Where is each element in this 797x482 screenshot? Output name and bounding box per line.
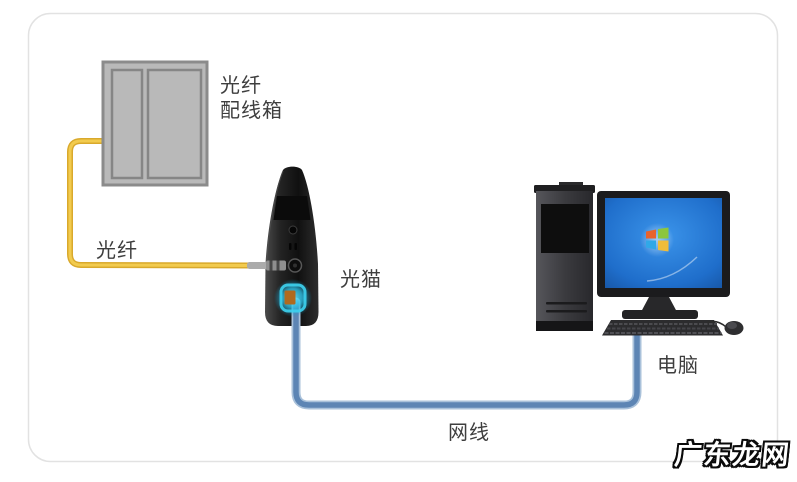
fiber-cable [67, 138, 255, 269]
mouse-highlight [727, 322, 737, 329]
windows-logo-glow [640, 223, 674, 257]
fiber-box-label-line2: 配线箱 [220, 100, 283, 122]
ethernet-cable [291, 297, 642, 410]
fiber-box-right-door [146, 68, 203, 180]
modem-recess-panel [273, 196, 311, 220]
modem-mark-right [294, 243, 297, 250]
modem-label: 光猫 [340, 269, 382, 291]
fiber-box-left-door [110, 68, 144, 180]
windows-logo-yellow [658, 240, 669, 252]
fiber-distribution-box [101, 60, 209, 187]
monitor-stand-base [622, 310, 698, 319]
fiber-connector-band2 [276, 260, 280, 271]
lan-port-inner [284, 290, 296, 305]
windows-logo-icon [640, 223, 674, 257]
fiber-connector-body [266, 260, 286, 271]
fiber-box-label-line1: 光纤 [220, 75, 262, 97]
keyboard [602, 320, 723, 336]
modem-fiber-port-center [293, 263, 297, 268]
diagram-border [27, 12, 779, 463]
tower-vent-line1 [546, 302, 587, 305]
ethernet-cable-label: 网线 [448, 422, 490, 444]
fiber-connector [247, 260, 286, 271]
windows-logo-green [658, 227, 669, 239]
mouse [706, 320, 744, 335]
modem-edge-highlight [265, 170, 284, 265]
windows-logo-blue [646, 240, 656, 250]
modem-indicator-dot [288, 225, 298, 235]
fiber-box-label: 光纤 配线箱 [220, 74, 283, 124]
fiber-cable-label: 光纤 [96, 240, 138, 262]
modem-lan-port [274, 279, 312, 317]
modem-mark-left [289, 243, 292, 250]
fiber-connector-boot [247, 262, 270, 269]
computer-tower [534, 182, 595, 331]
monitor-stand-neck [641, 297, 677, 312]
fiber-connector-band1 [269, 260, 273, 271]
mouse-cable [706, 320, 727, 328]
tower-base-strip [536, 321, 593, 331]
fiber-cable-highlight [68, 139, 254, 267]
tower-drive-panel [541, 204, 589, 253]
windows-logo-red [646, 229, 656, 239]
watermark: 广东龙网 [672, 439, 793, 471]
computer-label: 电脑 [657, 355, 699, 377]
tower-vent-line2 [546, 310, 587, 313]
ethernet-cable-core [293, 299, 640, 408]
lan-port-ring [279, 283, 307, 313]
wallpaper-swoosh [646, 256, 698, 282]
computer-monitor [597, 191, 730, 319]
